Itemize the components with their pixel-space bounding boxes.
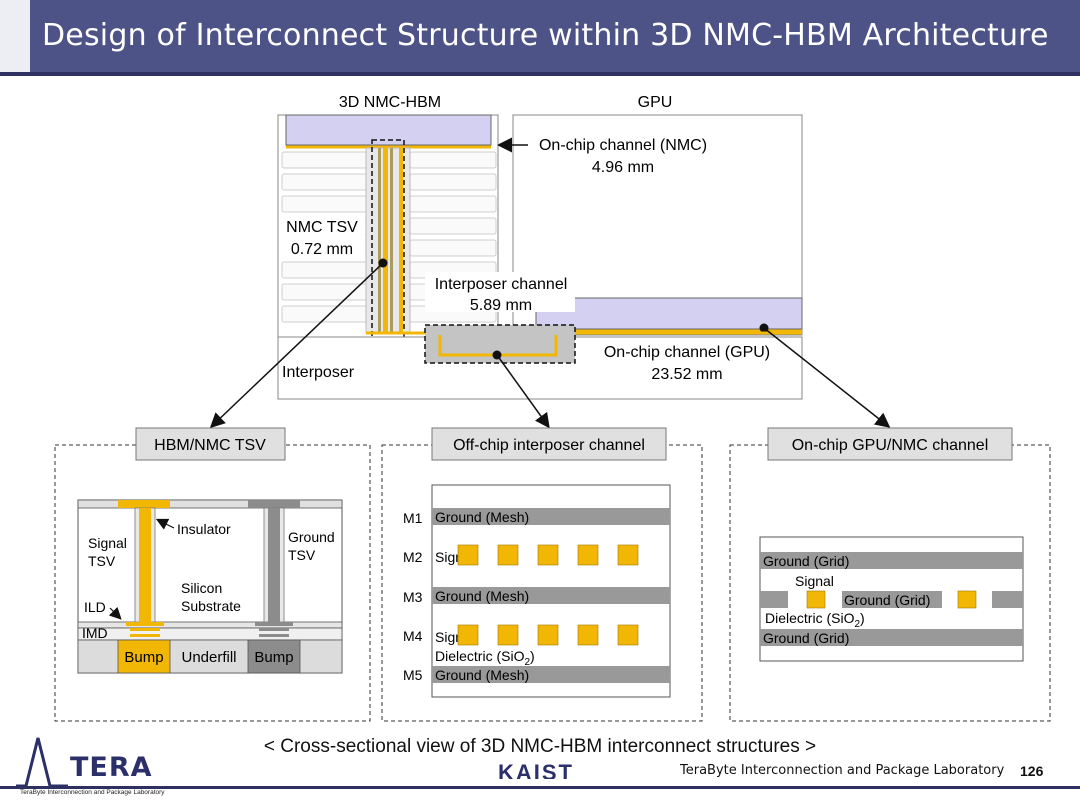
bump-right-label: Bump xyxy=(254,649,293,666)
interposer-label: Interposer xyxy=(282,364,355,381)
onchip-ground-bottom-label: Ground (Grid) xyxy=(763,630,849,646)
gpu-channel-label: On-chip channel (GPU) xyxy=(604,344,770,361)
onchip-signal-label: Signal xyxy=(795,573,834,589)
page-number: 126 xyxy=(1020,763,1044,779)
tera-logo: TERA xyxy=(70,752,153,783)
gpu-label: GPU xyxy=(638,94,673,111)
m1-label: M1 xyxy=(403,510,423,526)
tsv-length: 0.72 mm xyxy=(291,241,353,258)
ild-label: ILD xyxy=(84,599,106,615)
kaist-logo: KAIST xyxy=(498,760,574,779)
m4-label: M4 xyxy=(403,628,423,644)
title-bar xyxy=(0,0,1080,76)
interposer-dielectric-label: Dielectric (SiO2) xyxy=(435,648,535,668)
onchip-ground-top-label: Ground (Grid) xyxy=(763,553,849,569)
nmc-channel-label: On-chip channel (NMC) xyxy=(539,137,707,154)
arrow-to-tsv xyxy=(209,262,384,429)
panel-tsv-title: HBM/NMC TSV xyxy=(154,437,266,454)
tera-logo-subtitle: TeraByte Interconnection and Package Lab… xyxy=(20,789,165,796)
interconnect-diagram: 3D NMC-HBM GPU xyxy=(54,94,1051,722)
silicon-label-2: Substrate xyxy=(181,598,241,614)
m3-ground-label: Ground (Mesh) xyxy=(435,588,529,604)
tsv-label: NMC TSV xyxy=(286,219,358,236)
footer-divider xyxy=(0,786,1080,789)
silicon-label-1: Silicon xyxy=(181,580,222,596)
m3-label: M3 xyxy=(403,589,423,605)
interposer-channel-label: Interposer channel xyxy=(435,276,568,293)
panel-onchip-title: On-chip GPU/NMC channel xyxy=(792,437,989,454)
underfill-label: Underfill xyxy=(181,649,236,666)
lab-name: TeraByte Interconnection and Package Lab… xyxy=(680,763,1005,778)
panel-onchip: On-chip GPU/NMC channel Ground (Grid) Si… xyxy=(729,427,1051,722)
gpu-channel-length: 23.52 mm xyxy=(651,366,722,383)
m5-label: M5 xyxy=(403,667,423,683)
interposer: Interposer xyxy=(277,324,803,400)
imd-label: IMD xyxy=(82,625,108,641)
arrow-to-interposer xyxy=(496,354,550,429)
tera-logo-icon xyxy=(12,732,72,792)
signal-tsv-label-2: TSV xyxy=(88,553,116,569)
hbm-label: 3D NMC-HBM xyxy=(339,94,441,111)
panel-interposer: Off-chip interposer channel M1 Ground (M… xyxy=(381,427,703,722)
figure-caption: < Cross-sectional view of 3D NMC-HBM int… xyxy=(263,736,817,757)
m5-ground-label: Ground (Mesh) xyxy=(435,667,529,683)
m1-ground-label: Ground (Mesh) xyxy=(435,509,529,525)
interposer-channel-length: 5.89 mm xyxy=(470,297,532,314)
ground-tsv-label-1: Ground xyxy=(288,529,335,545)
slide-title: Design of Interconnect Structure within … xyxy=(42,18,1049,53)
insulator-label: Insulator xyxy=(177,521,231,537)
onchip-dielectric-label: Dielectric (SiO2) xyxy=(765,610,865,630)
bump-left-label: Bump xyxy=(124,649,163,666)
signal-tsv-label-1: Signal xyxy=(88,535,127,551)
arrow-to-onchip xyxy=(763,327,891,428)
title-accent xyxy=(0,0,30,72)
ground-tsv-label-2: TSV xyxy=(288,547,316,563)
panel-tsv: HBM/NMC TSV Bump Bump Underfill IMD ILD … xyxy=(54,427,371,722)
onchip-ground-mid-label: Ground (Grid) xyxy=(844,592,930,608)
m2-label: M2 xyxy=(403,549,423,565)
nmc-channel-length: 4.96 mm xyxy=(592,159,654,176)
panel-interposer-title: Off-chip interposer channel xyxy=(453,437,645,454)
